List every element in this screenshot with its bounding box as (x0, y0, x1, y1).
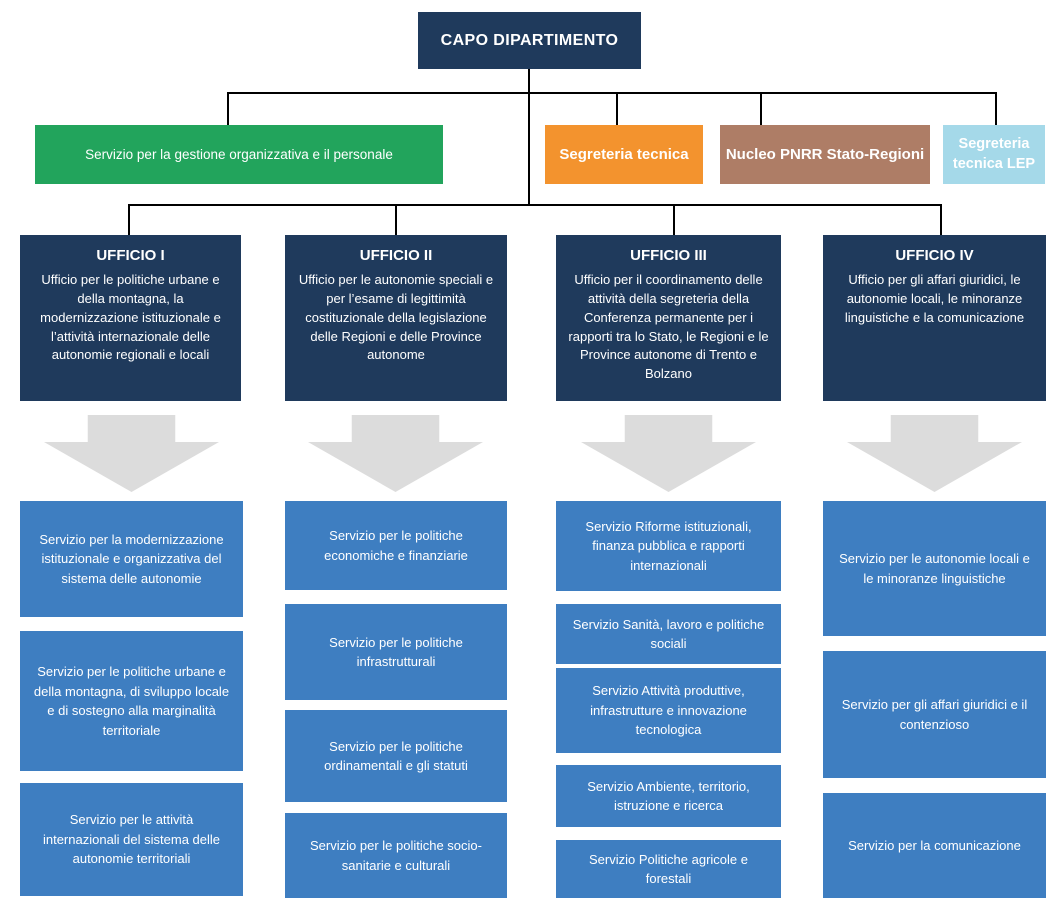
node-servizio: Servizio per le autonomie locali e le mi… (823, 501, 1046, 636)
node-servizio: Servizio per la modernizzazione istituzi… (20, 501, 243, 617)
node-servizio: Servizio Politiche agricole e forestali (556, 840, 781, 898)
ufficio-1-title: UFFICIO I (96, 247, 165, 264)
ufficio-4-description: Ufficio per gli affari giuridici, le aut… (844, 272, 1025, 325)
ufficio-4-title: UFFICIO IV (895, 247, 974, 264)
node-nucleo-pnrr: Nucleo PNRR Stato-Regioni (720, 125, 930, 184)
node-servizio: Servizio per le politiche socio-sanitari… (285, 813, 507, 898)
node-servizio: Servizio per le politiche infrastruttura… (285, 604, 507, 700)
node-ufficio-4: UFFICIO IV Ufficio per gli affari giurid… (823, 235, 1046, 401)
node-ufficio-2: UFFICIO II Ufficio per le autonomie spec… (285, 235, 507, 401)
node-servizio: Servizio Ambiente, territorio, istruzion… (556, 765, 781, 827)
node-servizio: Servizio per le politiche ordinamentali … (285, 710, 507, 802)
ufficio-1-description: Ufficio per le politiche urbane e della … (40, 272, 221, 363)
node-servizio: Servizio per le politiche economiche e f… (285, 501, 507, 590)
node-servizio: Servizio per le politiche urbane e della… (20, 631, 243, 771)
node-ufficio-1: UFFICIO I Ufficio per le politiche urban… (20, 235, 241, 401)
node-segreteria-tecnica: Segreteria tecnica (545, 125, 703, 184)
ufficio-3-title: UFFICIO III (630, 247, 707, 264)
ufficio-2-title: UFFICIO II (359, 247, 433, 264)
node-servizio: Servizio Sanità, lavoro e politiche soci… (556, 604, 781, 664)
ufficio-3-description: Ufficio per il coordinamento delle attiv… (568, 272, 769, 382)
node-servizio: Servizio per gli affari giuridici e il c… (823, 651, 1046, 778)
node-servizio: Servizio per la comunicazione (823, 793, 1046, 898)
node-segreteria-tecnica-lep: Segreteria tecnica LEP (943, 125, 1045, 184)
node-capo-dipartimento: CAPO DIPARTIMENTO (418, 12, 641, 69)
node-servizio: Servizio Attività produttive, infrastrut… (556, 668, 781, 753)
node-ufficio-3: UFFICIO III Ufficio per il coordinamento… (556, 235, 781, 401)
ufficio-2-description: Ufficio per le autonomie speciali e per … (298, 272, 494, 363)
node-servizio: Servizio per le attività internazionali … (20, 783, 243, 896)
node-servizio: Servizio Riforme istituzionali, finanza … (556, 501, 781, 591)
node-servizio-gestione-personale: Servizio per la gestione organizzativa e… (35, 125, 443, 184)
